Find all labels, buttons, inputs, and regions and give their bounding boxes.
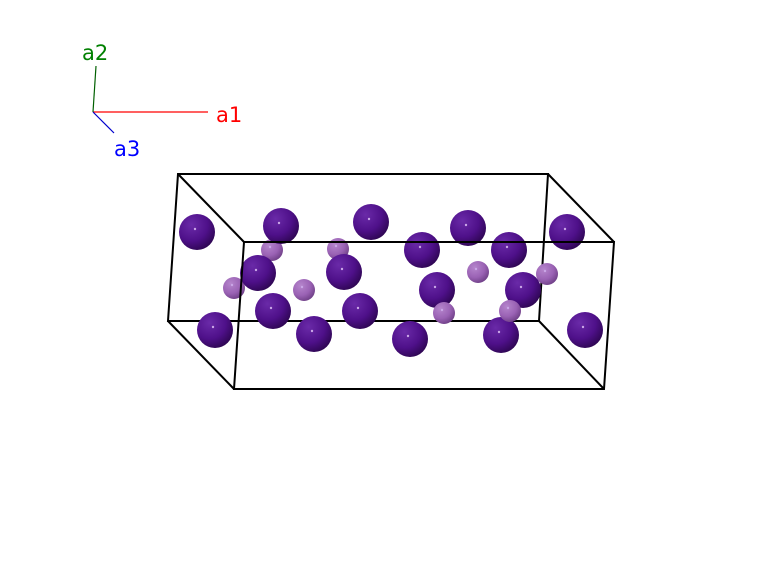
large-atom [197,312,233,348]
small-atom [467,261,489,283]
axis-a1-label: a1 [216,103,242,127]
atom-highlight [505,245,509,249]
atom-highlight [464,223,468,227]
large-atom [296,316,332,352]
atom-highlight [334,244,338,248]
atom-highlight [563,227,567,231]
atom-highlight [340,267,344,271]
large-atom [549,214,585,250]
atom-highlight [581,325,585,329]
large-atom [491,232,527,268]
atom-highlight [406,334,410,338]
axis-indicator: a1 a2 a3 [82,41,242,161]
atom-highlight [254,268,258,272]
small-atom [433,302,455,324]
atom-highlight [474,267,478,271]
large-atom [483,317,519,353]
small-atom [293,279,315,301]
atom-highlight [277,221,281,225]
atom-highlight [268,245,272,249]
large-atom [353,204,389,240]
atom-highlight [367,217,371,221]
unit-cell-back [166,173,615,390]
atom-highlight [543,269,547,273]
axis-a3-label: a3 [114,137,140,161]
axis-a3-line [92,111,115,134]
atom-highlight [418,245,422,249]
large-atom [240,255,276,291]
large-atom [567,312,603,348]
large-atom [179,214,215,250]
small-atom [261,239,283,261]
large-atom [342,293,378,329]
atom-highlight [497,330,501,334]
atom-highlight [519,285,523,289]
large-atom [255,293,291,329]
large-atom [263,208,299,244]
atom-highlight [310,329,314,333]
atom-highlight [230,283,234,287]
unit-cell-front [232,241,616,390]
small-atom [536,263,558,285]
large-atom [505,272,541,308]
atom-highlight [506,306,510,310]
large-atom [419,272,455,308]
small-atom [499,300,521,322]
large-atom [404,232,440,268]
large-atom [450,210,486,246]
large-atom [326,254,362,290]
atom-highlight [433,285,437,289]
atom-highlight [269,306,273,310]
axis-a2-line [92,65,97,113]
large-atom [392,321,428,357]
atom-highlight [193,227,197,231]
atoms [179,204,603,357]
atom-highlight [440,308,444,312]
axis-a2-label: a2 [82,41,108,65]
atom-highlight [300,285,304,289]
atom-highlight [356,306,360,310]
atom-highlight [211,325,215,329]
